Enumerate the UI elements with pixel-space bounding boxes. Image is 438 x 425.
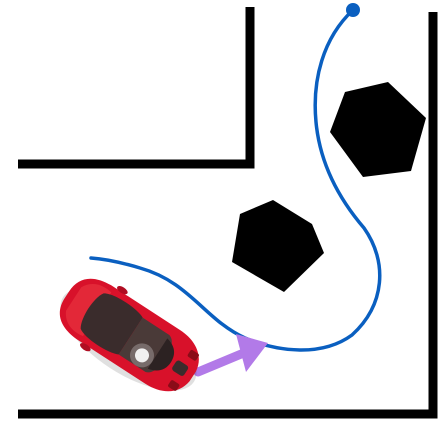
obstacles <box>232 82 426 292</box>
planned-path <box>91 10 380 350</box>
planned-path-group <box>91 3 380 350</box>
path-start-marker <box>346 3 360 17</box>
walls <box>18 7 433 414</box>
heading-arrow <box>198 334 268 372</box>
wall-upper-left-corner <box>18 7 250 164</box>
obstacle-pentagon-center <box>232 200 324 292</box>
wall-outer-right-bottom <box>18 12 433 414</box>
red-sports-car-icon <box>45 263 217 411</box>
heading-arrow-shaft <box>198 352 246 372</box>
obstacle-pentagon-upper-right <box>330 82 426 177</box>
